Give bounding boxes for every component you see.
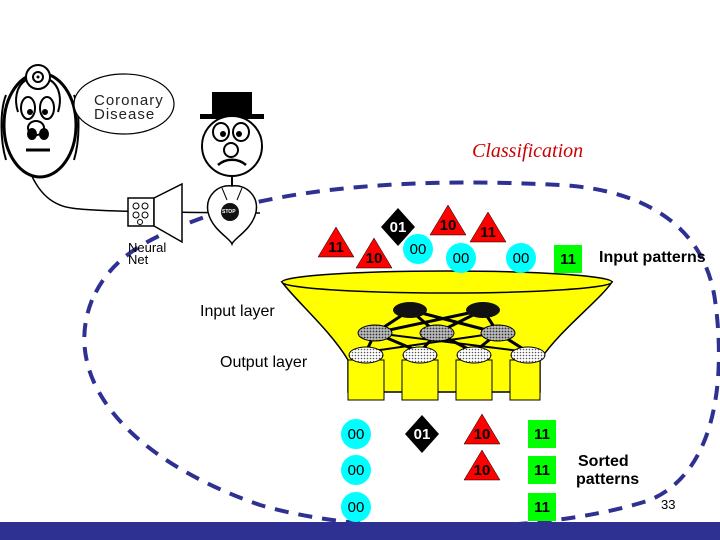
network-node	[466, 302, 500, 318]
input-patterns-label: Input patterns	[599, 249, 706, 266]
pattern-code: 10	[474, 426, 491, 443]
pattern-code: 00	[348, 499, 365, 516]
page-number: 33	[661, 497, 676, 512]
pattern-code: 00	[453, 250, 470, 267]
pattern-code: 11	[534, 499, 550, 516]
pattern-code: 00	[513, 250, 530, 267]
pattern-code: 11	[480, 224, 496, 241]
network-node	[480, 324, 516, 342]
square-shape	[554, 245, 582, 273]
pattern-code: 10	[474, 462, 491, 479]
circle-shape	[446, 243, 476, 273]
output-layer-label: Output layer	[220, 354, 308, 371]
speech-bubble	[73, 73, 175, 135]
input-pattern: 10	[429, 204, 467, 236]
network-node	[402, 346, 438, 364]
pattern-code: 11	[534, 426, 550, 443]
sorted-pattern: 00	[341, 492, 371, 522]
network-node	[357, 324, 393, 342]
triangle-shape	[355, 237, 393, 269]
sorted-patterns-label-line1: Sorted	[578, 453, 629, 470]
circle-shape	[341, 419, 371, 449]
network-node	[510, 346, 546, 364]
bubble-text-line1: Coronary	[94, 92, 164, 109]
triangle-shape	[463, 449, 501, 481]
sorted-pattern: 00	[341, 419, 371, 449]
square-shape	[528, 456, 556, 484]
network-node	[393, 302, 427, 318]
dashed-boundary	[82, 180, 720, 530]
sorted-pattern: 00	[341, 455, 371, 485]
neural-net-label-line1: Neural	[128, 240, 167, 255]
network-node	[419, 324, 455, 342]
pattern-code: 11	[534, 462, 550, 479]
triangle-shape	[463, 413, 501, 445]
input-pattern: 01	[381, 208, 415, 246]
bubble-text-line2: Disease	[94, 106, 156, 123]
sorted-pattern: 10	[463, 413, 501, 445]
square-shape	[528, 420, 556, 448]
input-pattern: 00	[446, 243, 476, 273]
circle-shape	[506, 243, 536, 273]
circle-shape	[341, 492, 371, 522]
pattern-code: 00	[348, 462, 365, 479]
stop-sign-text: STOP	[222, 209, 236, 215]
sorted-pattern: 11	[528, 493, 556, 521]
input-pattern: 00	[506, 243, 536, 273]
input-pattern: 11	[469, 211, 507, 243]
diamond-shape	[381, 208, 415, 246]
circle-shape	[403, 234, 433, 264]
slide-title: Classification	[472, 140, 584, 162]
bottom-bar	[0, 522, 720, 540]
triangle-shape	[429, 204, 467, 236]
pattern-code: 10	[440, 217, 457, 234]
sorted-pattern: 11	[528, 456, 556, 484]
diamond-shape	[405, 415, 439, 453]
speaker-icon	[127, 182, 183, 244]
input-pattern: 11	[317, 226, 355, 258]
circle-shape	[341, 455, 371, 485]
square-shape	[528, 493, 556, 521]
pattern-code: 01	[390, 219, 407, 236]
pattern-code: 11	[560, 251, 576, 268]
neural-net-label-line2: Net	[128, 252, 149, 267]
network-node	[348, 346, 384, 364]
input-pattern: 10	[355, 237, 393, 269]
sorted-pattern: 01	[405, 415, 439, 453]
doctor-icon	[0, 64, 261, 214]
network-graph	[348, 302, 546, 364]
input-pattern: 11	[554, 245, 582, 273]
pattern-code: 00	[348, 426, 365, 443]
input-pattern: 00	[403, 234, 433, 264]
sorted-patterns-label-line2: patterns	[576, 471, 640, 488]
pattern-code: 00	[410, 241, 427, 258]
stop-sign-icon	[221, 203, 239, 221]
triangle-shape	[317, 226, 355, 258]
pattern-code: 11	[328, 239, 344, 256]
triangle-shape	[469, 211, 507, 243]
sorted-pattern: 10	[463, 449, 501, 481]
patient-icon	[200, 92, 264, 247]
pattern-code: 10	[366, 250, 383, 267]
pattern-code: 01	[414, 426, 431, 443]
input-layer-label: Input layer	[200, 303, 275, 320]
sorted-pattern: 11	[528, 420, 556, 448]
network-node	[456, 346, 492, 364]
